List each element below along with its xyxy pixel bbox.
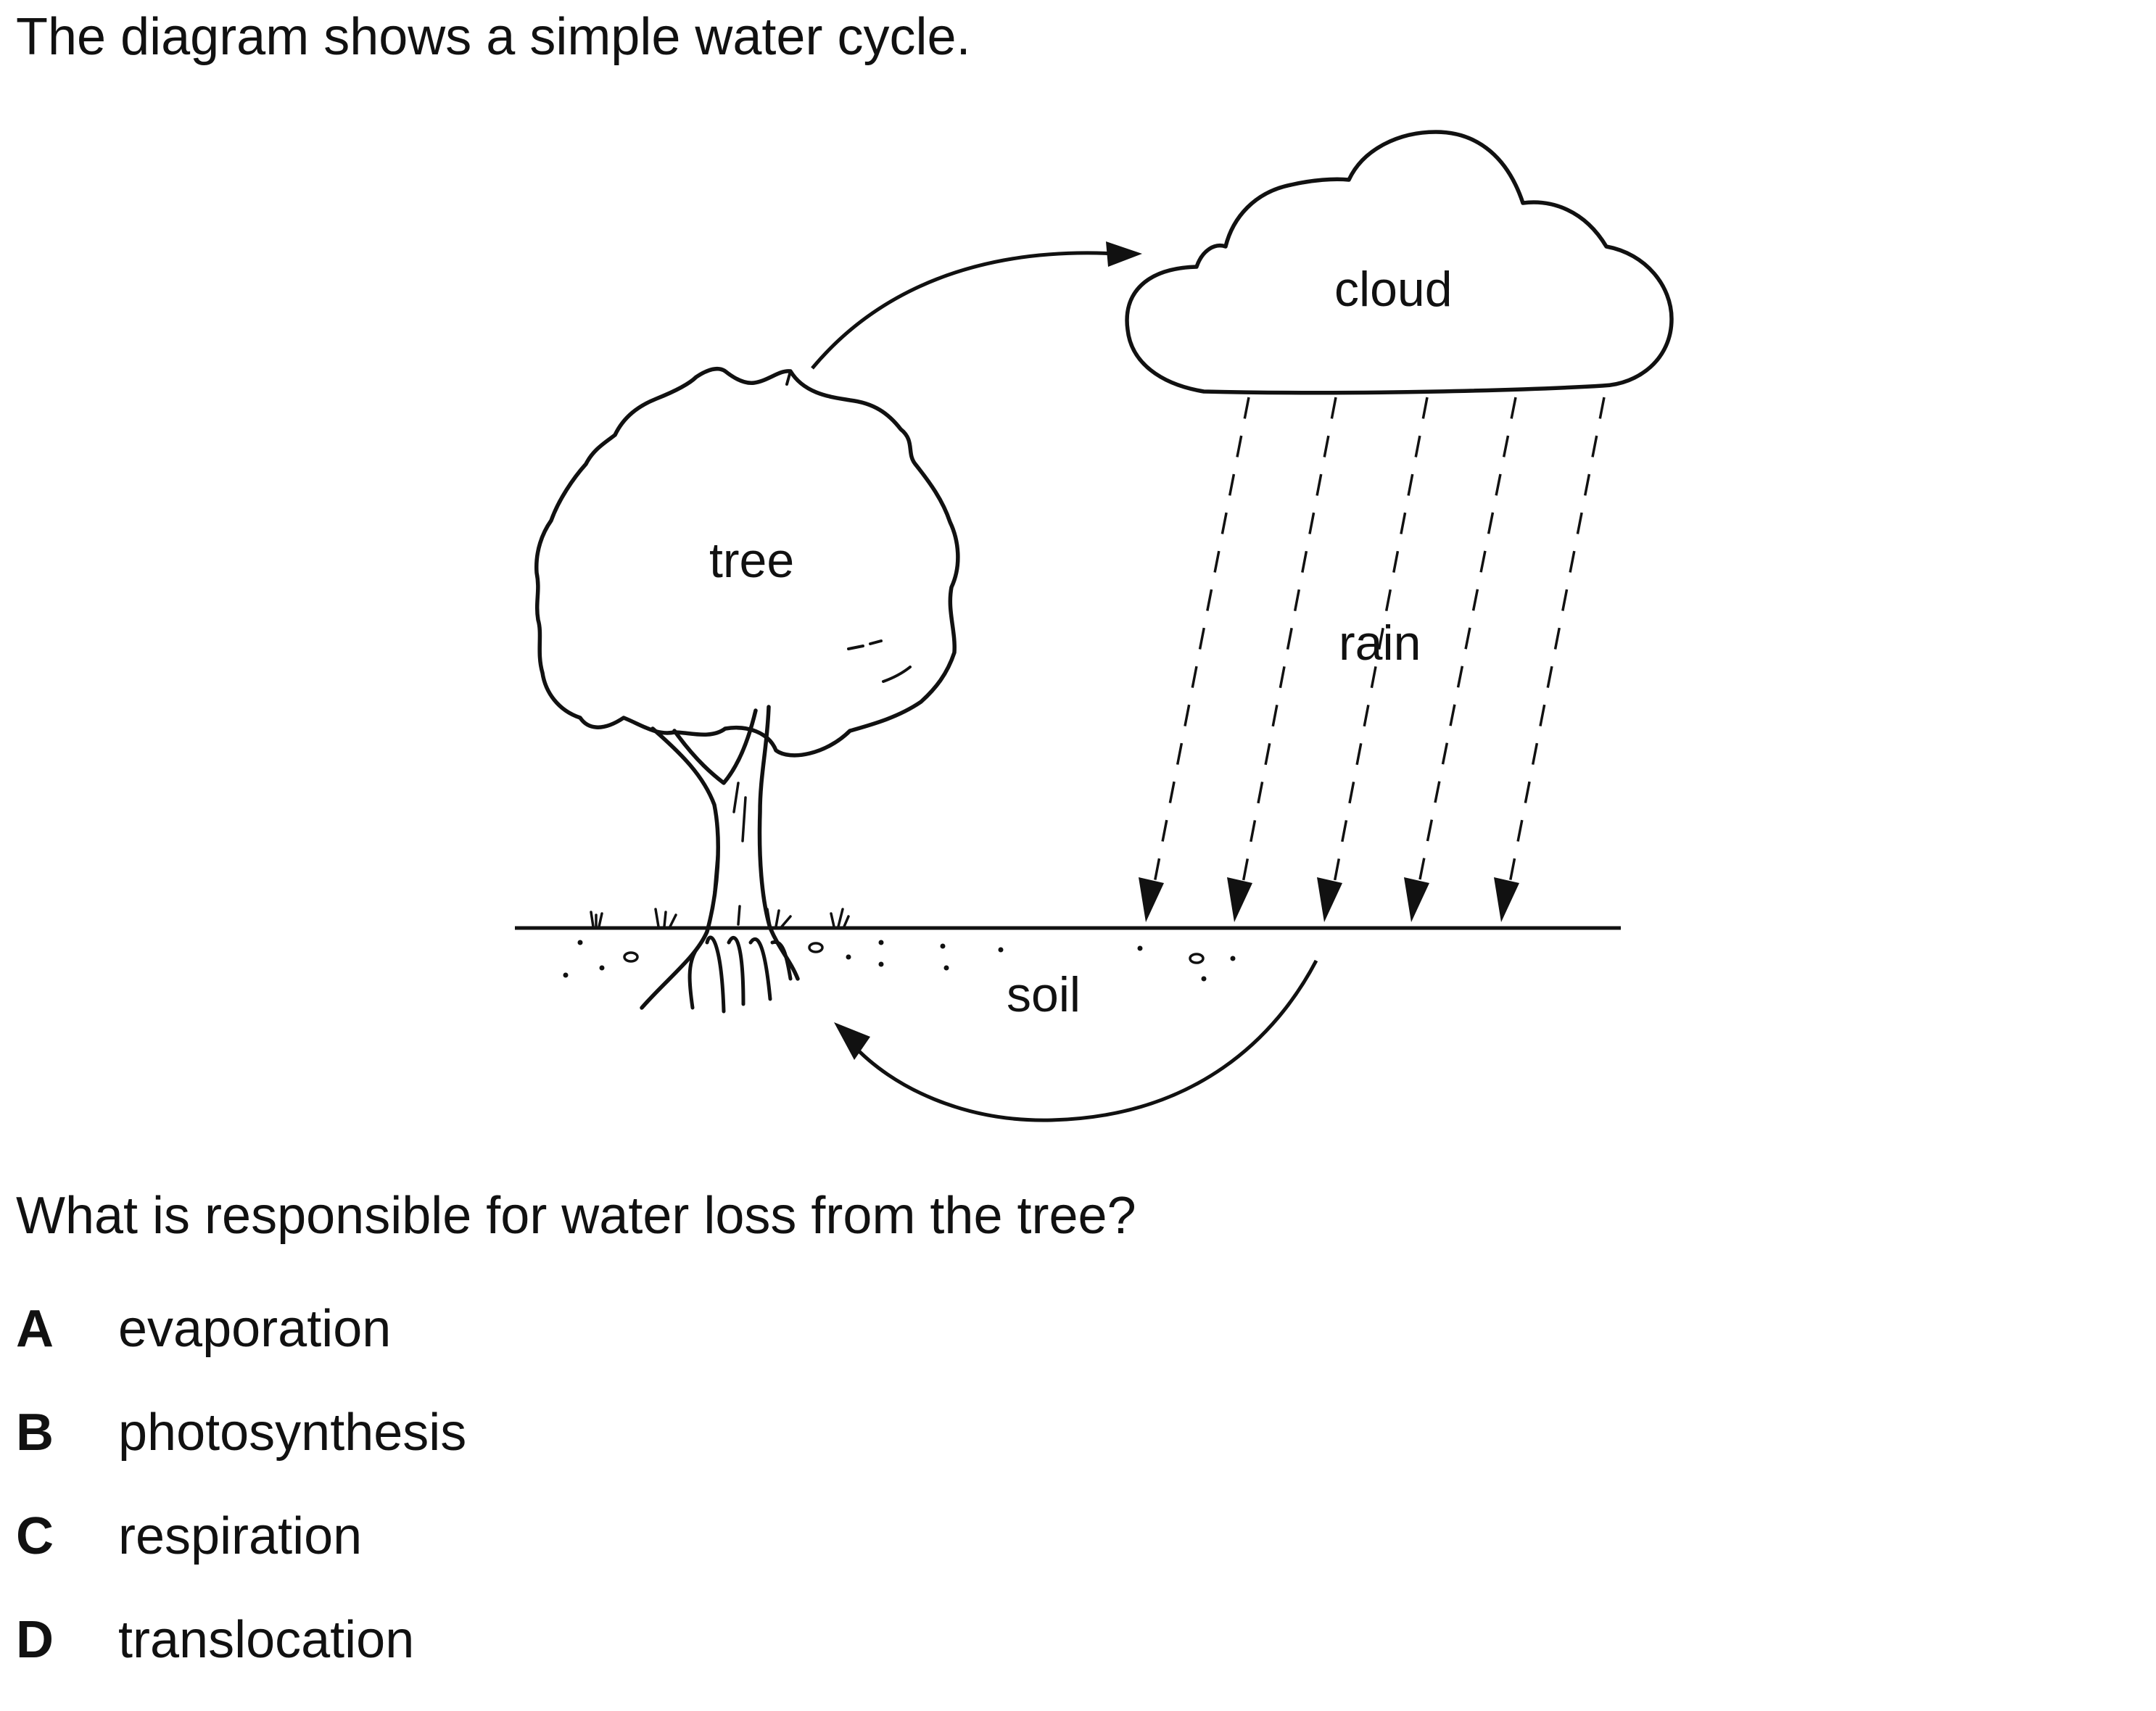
option-letter: A xyxy=(16,1300,54,1358)
option-text: respiration xyxy=(118,1507,363,1565)
soil-pebbles xyxy=(623,942,1205,964)
question-text: What is responsible for water loss from … xyxy=(16,1187,1136,1245)
option-text: evaporation xyxy=(118,1300,392,1358)
label-rain: rain xyxy=(1339,616,1421,671)
trunk-grain xyxy=(713,782,747,926)
canopy-detail-strokes xyxy=(785,370,912,683)
rain-arrowheads xyxy=(1139,877,1519,922)
tree-canopy xyxy=(534,367,960,758)
option-text: translocation xyxy=(118,1611,415,1669)
option-letter: C xyxy=(16,1507,54,1565)
arrow-soil-to-tree xyxy=(851,959,1318,1122)
label-tree: tree xyxy=(709,533,794,588)
arrowhead-tree-to-cloud xyxy=(1106,241,1142,267)
option-letter: D xyxy=(16,1611,54,1669)
option-d[interactable]: D translocation xyxy=(16,1607,466,1711)
tree-roots xyxy=(687,935,793,1014)
label-soil: soil xyxy=(1007,967,1081,1022)
grass-tufts xyxy=(590,908,850,928)
answer-options: A evaporation B photosynthesis C respira… xyxy=(16,1296,466,1711)
option-a[interactable]: A evaporation xyxy=(16,1296,466,1400)
cloud-outline xyxy=(1125,130,1674,395)
arrowhead-soil-to-tree xyxy=(834,1022,870,1060)
label-cloud: cloud xyxy=(1334,262,1453,317)
option-b[interactable]: B photosynthesis xyxy=(16,1400,466,1504)
option-letter: B xyxy=(16,1404,54,1462)
rain-lines xyxy=(1152,397,1606,891)
soil-specks xyxy=(563,940,1236,982)
intro-text: The diagram shows a simple water cycle. xyxy=(16,8,971,66)
arrow-tree-to-cloud xyxy=(811,249,1118,370)
option-c[interactable]: C respiration xyxy=(16,1504,466,1607)
water-cycle-diagram: tree cloud rain soil xyxy=(515,130,1674,1122)
option-text: photosynthesis xyxy=(118,1404,467,1462)
